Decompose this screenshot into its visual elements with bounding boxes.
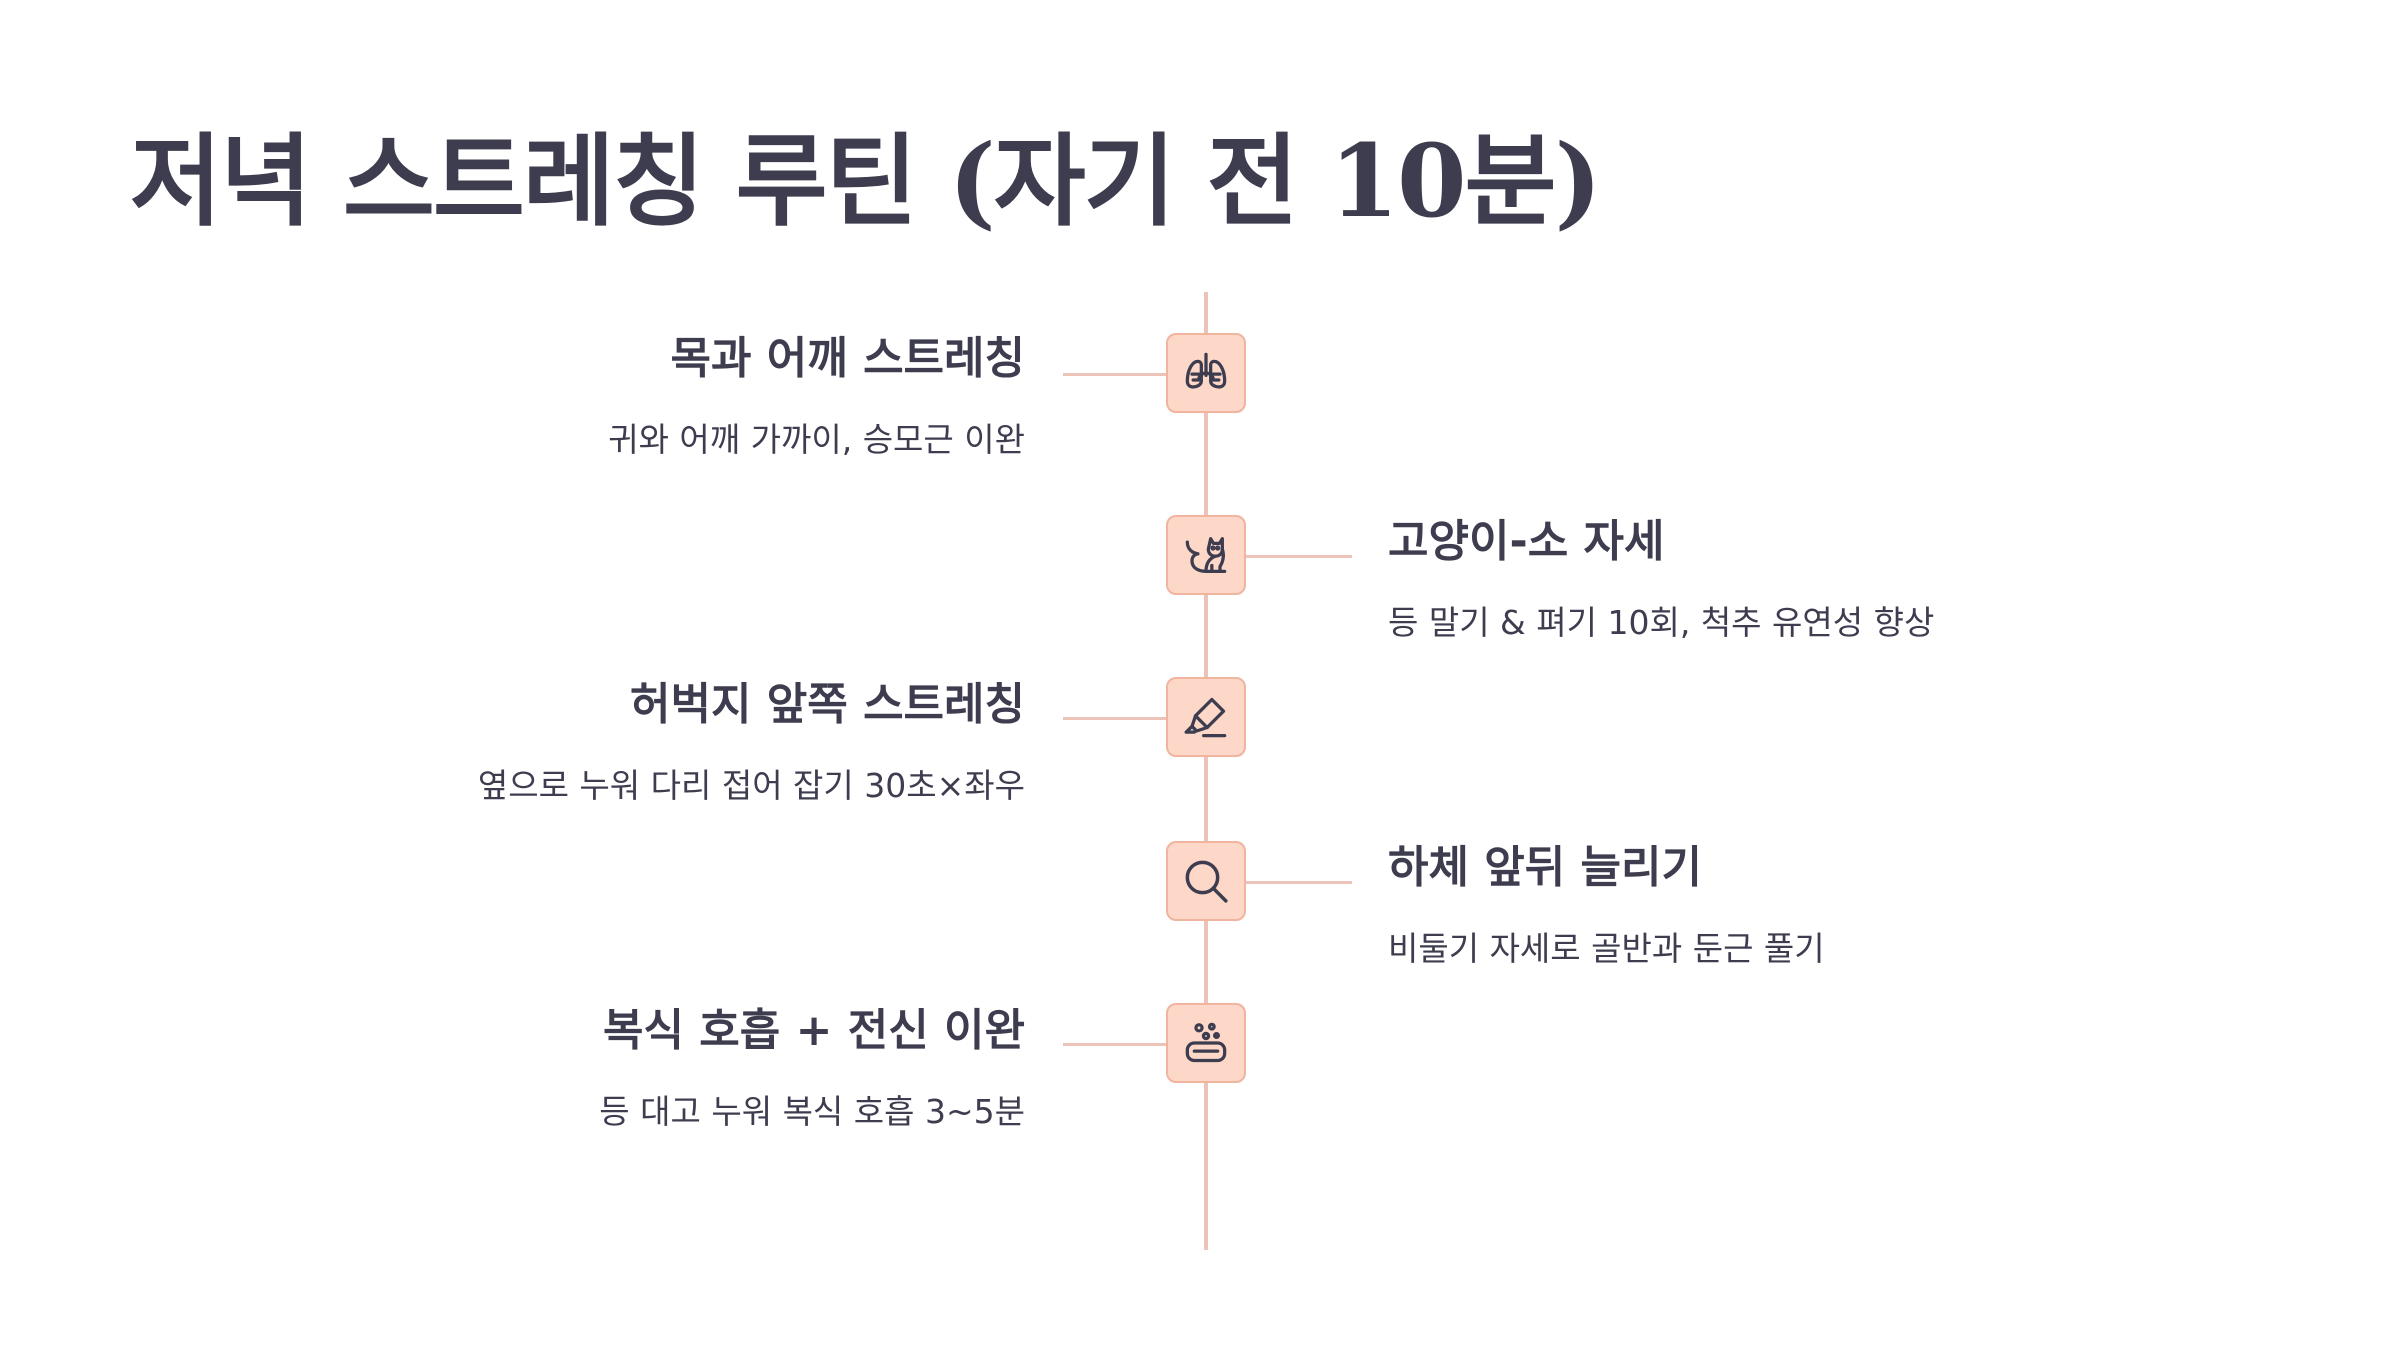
step-title: 목과 어깨 스트레칭 [670,333,1025,384]
step-description: 등 대고 누워 복식 호흡 3~5분 [599,1092,1025,1131]
cat-icon [1185,537,1227,573]
step-node [1166,677,1246,757]
timeline-line [1204,292,1208,1250]
bubbles-icon [1185,1022,1227,1063]
step-description: 등 말기 & 펴기 10회, 척추 유연성 향상 [1388,603,1935,642]
highlighter-icon [1184,697,1227,738]
step-description: 옆으로 누워 다리 접어 잡기 30초×좌우 [477,766,1025,805]
connector [1063,717,1166,720]
connector [1063,373,1166,376]
step-title: 복식 호흡 + 전신 이완 [603,1005,1025,1056]
step-title: 허벅지 앞쪽 스트레칭 [630,679,1025,730]
step-title: 하체 앞뒤 늘리기 [1388,842,1702,893]
step-node [1166,841,1246,921]
step-description: 귀와 어깨 가까이, 승모근 이완 [608,420,1025,459]
step-node [1166,333,1246,413]
connector [1246,881,1352,884]
connector [1246,555,1352,558]
step-node [1166,1003,1246,1083]
step-description: 비둘기 자세로 골반과 둔근 풀기 [1388,929,1825,968]
lungs-icon [1185,352,1227,389]
search-icon [1185,860,1228,903]
connector [1063,1043,1166,1046]
page-title: 저녁 스트레칭 루틴 (자기 전 10분) [130,122,1602,240]
step-title: 고양이-소 자세 [1388,516,1665,567]
step-node [1166,515,1246,595]
